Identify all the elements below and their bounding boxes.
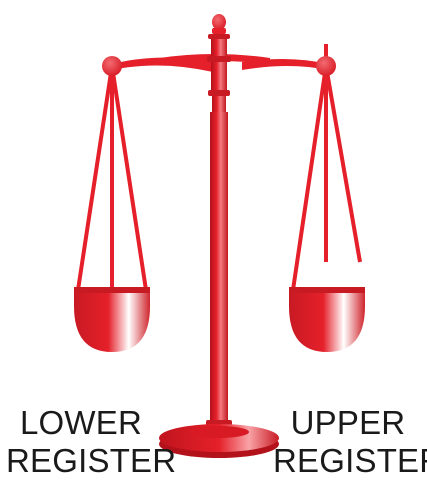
upper-register-label: UPPER REGISTER xyxy=(273,404,423,480)
right-pan xyxy=(289,287,365,352)
left-pan xyxy=(74,287,150,352)
upper-label-line2: REGISTER xyxy=(273,442,423,480)
right-pivot-knob xyxy=(316,56,336,76)
left-strings xyxy=(78,66,146,290)
lower-label-line1: LOWER xyxy=(6,404,156,442)
scale-base xyxy=(159,424,279,458)
lower-label-line2: REGISTER xyxy=(6,442,156,480)
lower-register-label: LOWER REGISTER xyxy=(6,404,156,480)
right-strings xyxy=(293,44,360,290)
left-pivot-knob xyxy=(102,56,122,76)
column-shaft xyxy=(210,112,228,430)
upper-label-line1: UPPER xyxy=(273,404,423,442)
